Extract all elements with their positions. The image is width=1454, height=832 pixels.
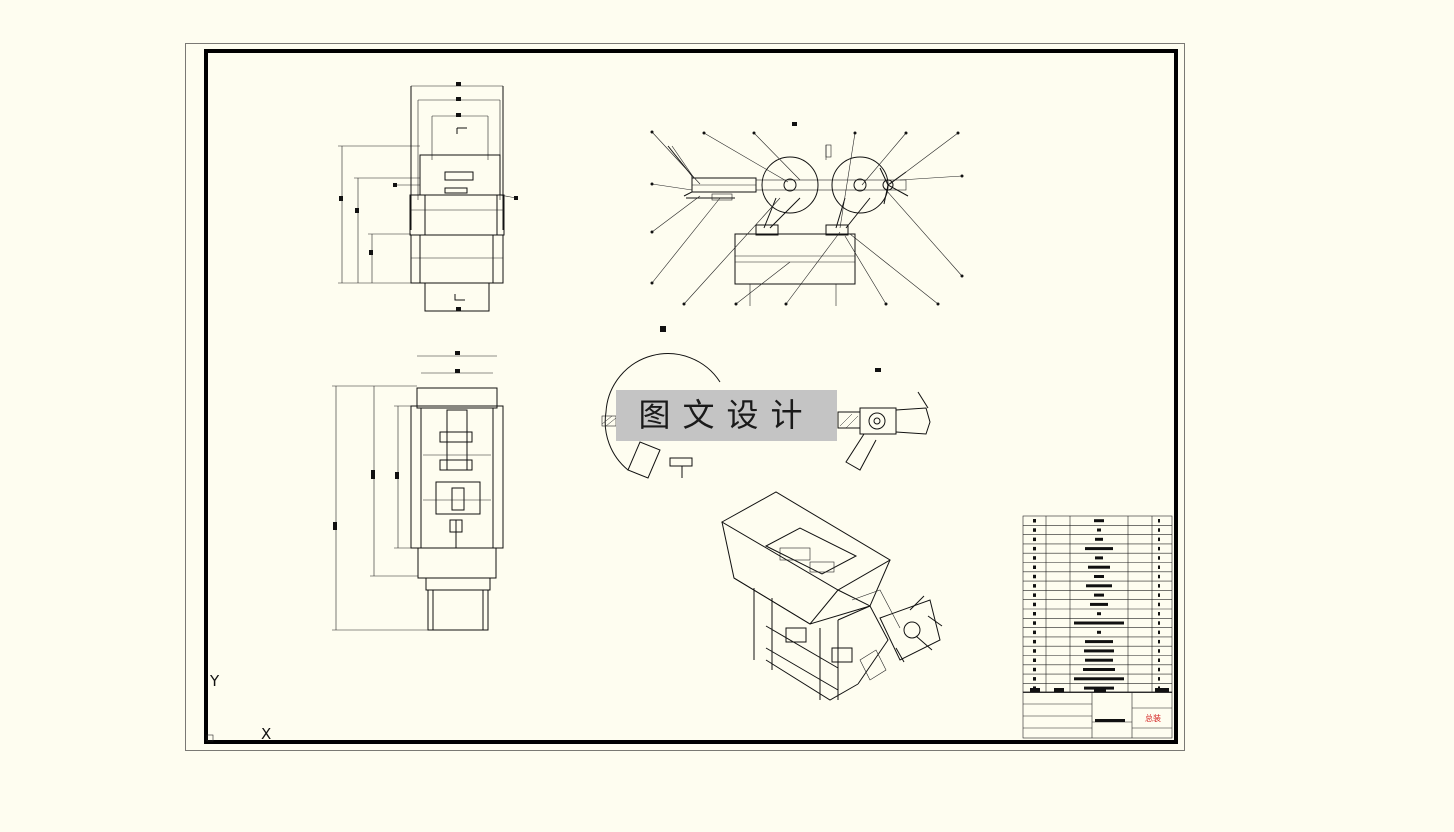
drawing-frame — [204, 49, 1178, 744]
ucs-axis-icon: Y X — [206, 672, 271, 743]
isometric-view — [720, 491, 943, 701]
watermark-badge: 图文设计 — [616, 390, 837, 441]
front-view — [338, 82, 518, 312]
title-block: 总装 — [1022, 515, 1173, 739]
y-axis-label: Y — [209, 672, 220, 690]
detail-view-right — [837, 368, 931, 471]
sheet-outer-border — [185, 43, 1185, 751]
plan-view — [332, 351, 504, 631]
x-axis-label: X — [261, 725, 271, 743]
title-stamp: 总装 — [1145, 713, 1161, 723]
side-view — [650, 122, 964, 306]
